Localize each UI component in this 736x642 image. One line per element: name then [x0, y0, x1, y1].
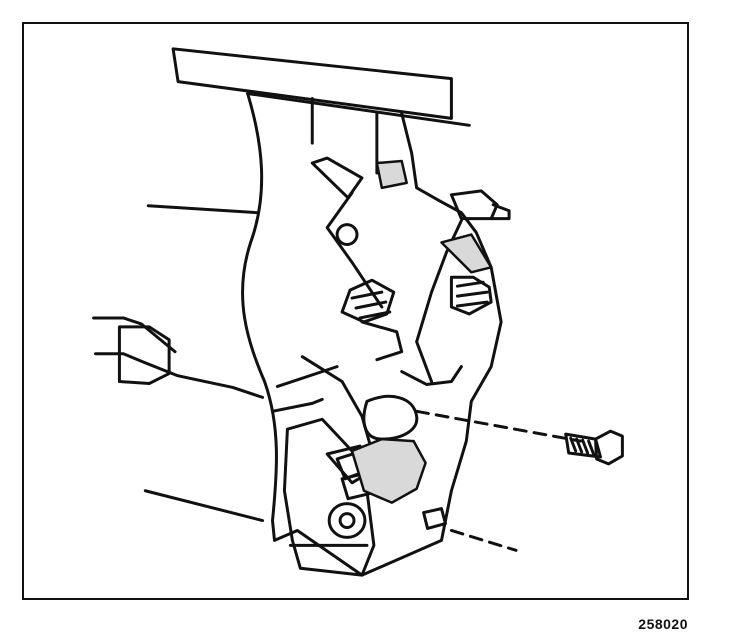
- left-panel-line-1: [146, 204, 260, 215]
- left-panel-line-3: [449, 528, 518, 552]
- actuator-boot-ribs: [350, 290, 392, 320]
- lower-bushing: [327, 502, 367, 539]
- bolt-leader: [415, 409, 583, 443]
- upper-lever-pivot: [335, 223, 359, 246]
- figure-frame: [22, 22, 689, 600]
- right-actuator-boot-ribs: [455, 280, 489, 308]
- lower-bushing-hole: [338, 512, 356, 529]
- right-actuator-pin: [489, 203, 511, 221]
- figure-number: 258020: [638, 616, 688, 632]
- top-flange: [171, 47, 453, 120]
- bolt-head: [594, 429, 624, 466]
- upper-lever-rod: [325, 191, 384, 309]
- handle-rod-clip: [117, 325, 171, 385]
- latch-plate: [282, 417, 376, 577]
- right-actuator-top: [449, 189, 499, 221]
- door-latch-diagram: [92, 47, 624, 577]
- right-actuator-boot: [449, 275, 493, 316]
- outside-handle-rod-top: [92, 316, 177, 354]
- latch-body-outline: [241, 92, 503, 577]
- actuator-boot-lower: [360, 320, 404, 362]
- bolt-shank: [564, 432, 603, 459]
- upper-panel-edge: [246, 92, 471, 127]
- latch-body-inner-3: [275, 365, 339, 388]
- left-panel-line-2: [143, 489, 265, 523]
- rotor-boss: [362, 394, 419, 441]
- latch-body-inner-4: [271, 397, 324, 413]
- lower-slot: [422, 507, 447, 530]
- bolt-threads: [569, 436, 596, 456]
- latch-body-inner-2: [400, 365, 463, 386]
- upper-lever: [310, 156, 364, 200]
